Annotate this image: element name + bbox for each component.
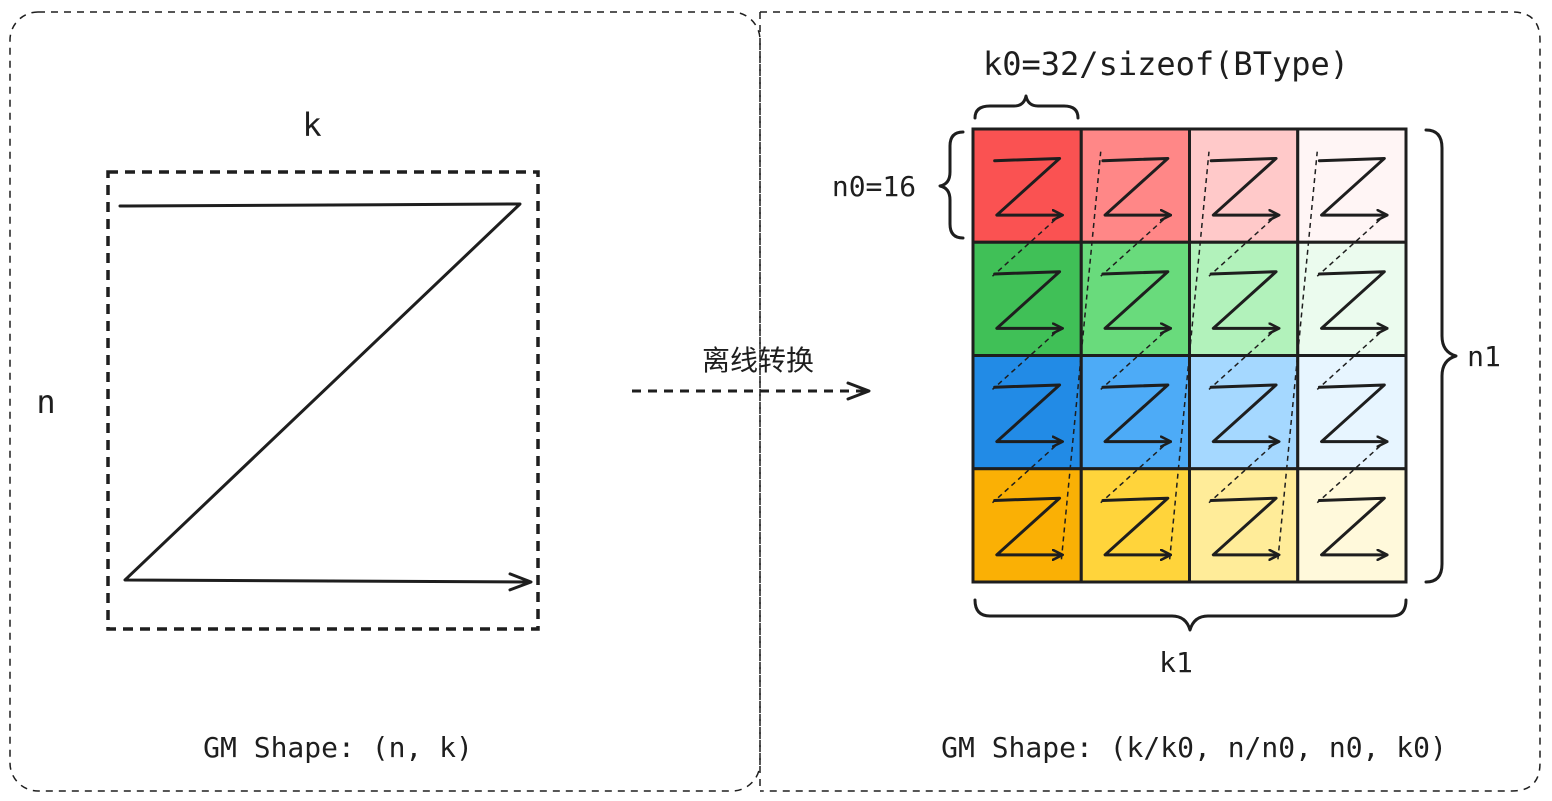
transform-label: 离线转换 [702, 344, 814, 377]
grid-tile [1188, 467, 1300, 584]
z-scan-arrow-icon [1209, 270, 1278, 329]
z-scan-arrow-icon [1317, 156, 1386, 215]
grid-tile [1079, 354, 1191, 471]
grid-tile [1296, 467, 1408, 584]
z-scan-arrow-icon [1101, 496, 1170, 555]
right-panel-frame [760, 11, 1541, 792]
left-panel: k n GM Shape: (n, k) [36, 106, 540, 764]
n-dimension-label: n [36, 383, 55, 421]
z-scan-arrow-icon [1101, 270, 1170, 329]
grid-tile [1188, 354, 1300, 471]
z-scan-arrow-icon [1101, 383, 1170, 442]
k-dimension-label: k [302, 106, 321, 144]
gm-matrix-box [106, 170, 540, 631]
grid-tile [1188, 240, 1300, 357]
z-scan-arrow-icon [993, 383, 1062, 442]
n0-label: n0=16 [832, 170, 916, 203]
k0-brace [973, 94, 1080, 120]
z-scan-arrow-icon [1317, 270, 1386, 329]
grid-tile [971, 354, 1083, 471]
right-panel: k0=32/sizeof(BType) n0=16 n1 k1 GM Shape… [832, 45, 1501, 764]
grid-tile [971, 467, 1083, 584]
n1-brace [1424, 128, 1458, 584]
transform-arrow: 离线转换 [632, 344, 871, 401]
n1-label: n1 [1467, 340, 1501, 373]
k1-label: k1 [1159, 646, 1193, 679]
right-shape-caption: GM Shape: (k/k0, n/n0, n0, k0) [941, 731, 1447, 764]
grid-tile [1296, 127, 1408, 244]
grid-tile [1296, 354, 1408, 471]
grid-tile [1079, 240, 1191, 357]
grid-tile [1079, 467, 1191, 584]
z-scan-arrow-icon [1209, 496, 1278, 555]
z-scan-arrow-icon [1317, 496, 1386, 555]
grid-tile [971, 127, 1083, 244]
grid-tile [1188, 127, 1300, 244]
left-panel-frame [9, 11, 761, 792]
tile-grid [971, 127, 1408, 584]
grid-tile [1296, 240, 1408, 357]
z-scan-arrow-icon [993, 496, 1062, 555]
z-scan-arrow-icon [1209, 156, 1278, 215]
k0-label: k0=32/sizeof(BType) [983, 45, 1349, 83]
left-shape-caption: GM Shape: (n, k) [203, 731, 473, 764]
grid-tile [1079, 127, 1191, 244]
z-scan-arrow-icon [118, 202, 533, 592]
z-scan-arrow-icon [993, 270, 1062, 329]
z-scan-arrow-icon [993, 156, 1062, 215]
z-scan-arrow-icon [1317, 383, 1386, 442]
n0-brace [938, 130, 965, 240]
z-scan-arrow-icon [1209, 383, 1278, 442]
z-scan-arrow-icon [1101, 156, 1170, 215]
k1-brace [973, 598, 1408, 632]
grid-tile [971, 240, 1083, 357]
